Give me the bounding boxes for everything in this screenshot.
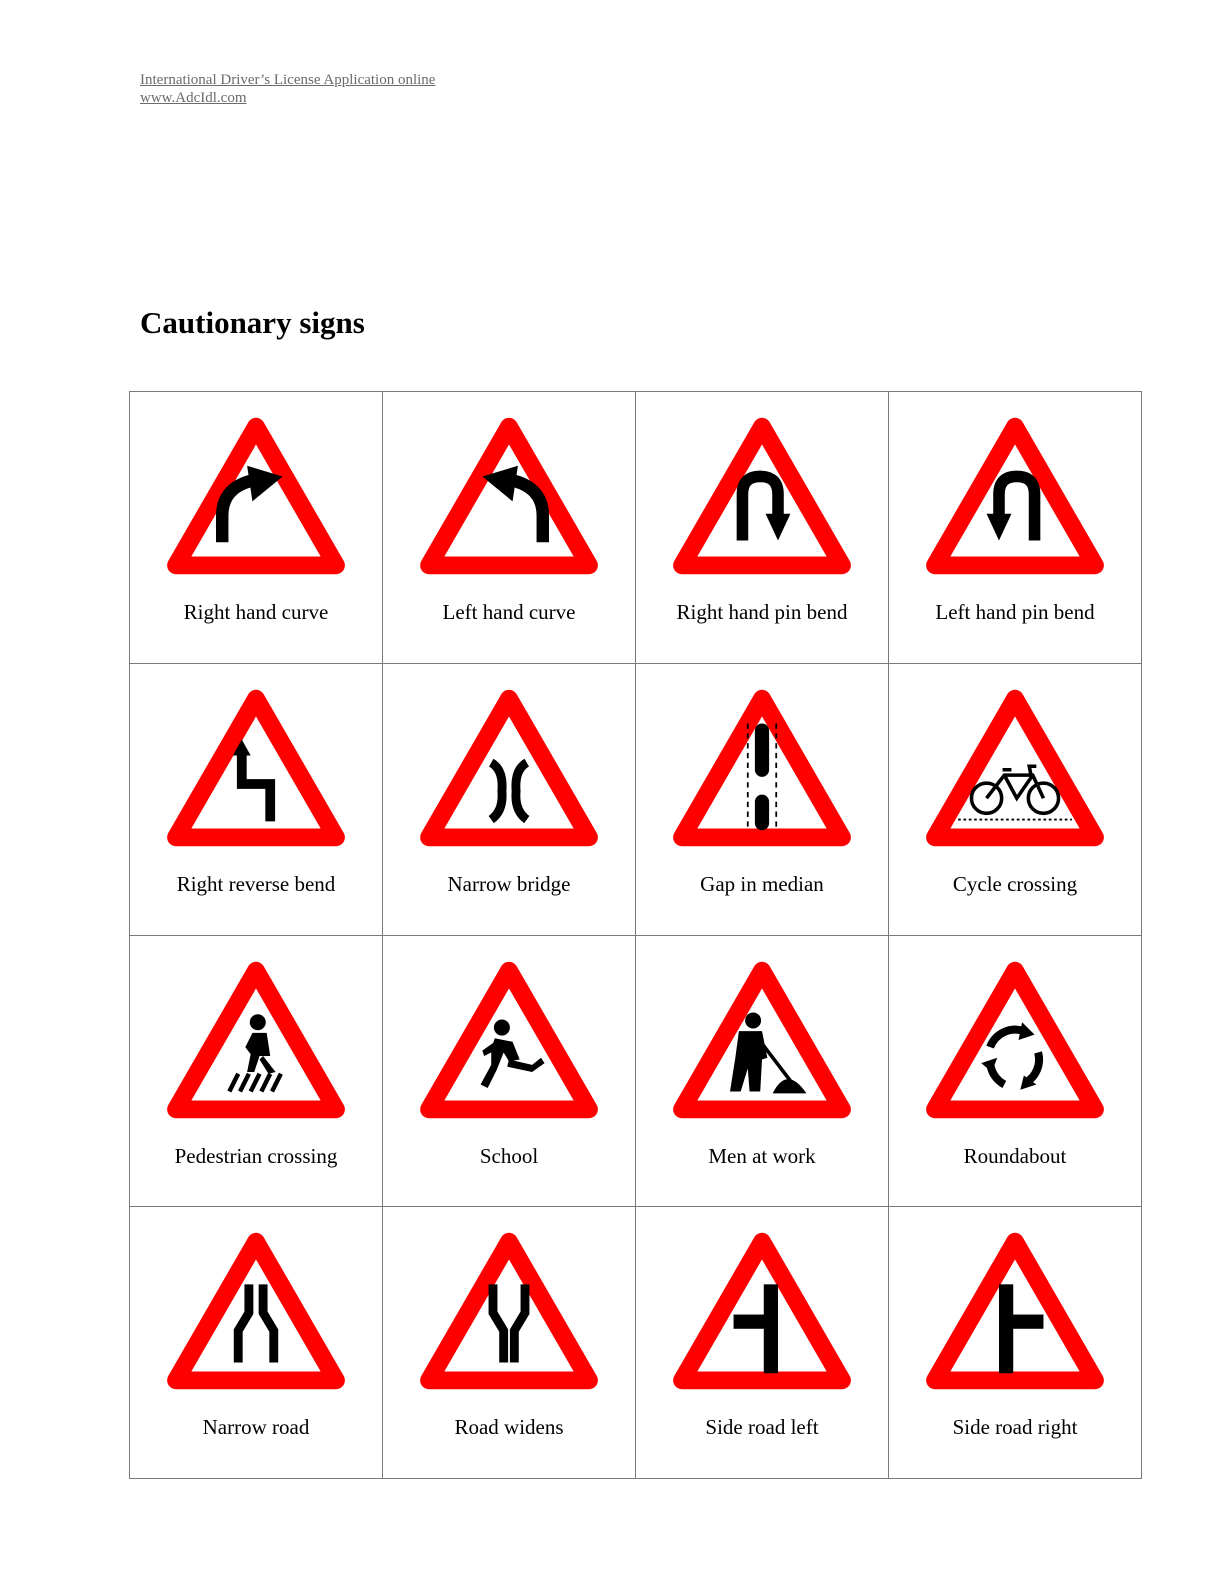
sign-cell: Narrow bridge xyxy=(382,662,636,936)
narrow-bridge-icon xyxy=(420,689,598,846)
sign-cell: Right hand curve xyxy=(129,391,383,664)
sign-cell: Left hand pin bend xyxy=(888,391,1142,664)
side-road-left-icon xyxy=(673,1233,851,1390)
sign-label: Road widens xyxy=(454,1415,564,1440)
sign-cell: Road widens xyxy=(382,1206,636,1479)
school-icon xyxy=(420,961,598,1118)
pedestrian-crossing-icon xyxy=(167,961,345,1118)
men-at-work-icon xyxy=(673,961,851,1118)
sign-label: Right reverse bend xyxy=(176,871,336,896)
sign-label: School xyxy=(479,1143,539,1168)
side-road-right-icon xyxy=(926,1233,1104,1390)
right-reverse-bend-icon xyxy=(167,689,345,846)
sign-cell: Pedestrian crossing xyxy=(129,934,383,1208)
sign-label: Left hand pin bend xyxy=(935,600,1095,624)
sign-label: Pedestrian crossing xyxy=(174,1143,338,1168)
header-link-application[interactable]: International Driver’s License Applicati… xyxy=(140,72,436,88)
right-hand-curve-icon xyxy=(167,417,345,575)
sign-cell: Narrow road xyxy=(129,1206,383,1479)
gap-in-median-icon xyxy=(673,689,851,846)
sign-label: Side road left xyxy=(705,1415,819,1440)
sign-label: Left hand curve xyxy=(442,600,576,624)
left-hand-curve-icon xyxy=(420,417,598,575)
sign-label: Narrow bridge xyxy=(447,871,571,896)
sign-label: Right hand pin bend xyxy=(676,600,848,624)
sign-cell: Right hand pin bend xyxy=(635,391,889,664)
sign-cell: Roundabout xyxy=(888,934,1142,1208)
narrow-road-icon xyxy=(167,1233,345,1390)
header-link-website[interactable]: www.AdcIdl.com xyxy=(140,90,247,106)
roundabout-icon xyxy=(926,961,1104,1118)
signs-table: Right hand curve Left hand curve Right h… xyxy=(129,391,1142,1479)
page-header: International Driver’s License Applicati… xyxy=(140,71,435,107)
road-widens-icon xyxy=(420,1233,598,1390)
sign-cell: Side road left xyxy=(635,1206,889,1479)
sign-label: Men at work xyxy=(708,1143,816,1168)
sign-label: Gap in median xyxy=(700,871,824,896)
left-hand-pin-bend-icon xyxy=(926,417,1104,575)
sign-label: Narrow road xyxy=(202,1415,310,1440)
sign-cell: Men at work xyxy=(635,934,889,1208)
page-title: Cautionary signs xyxy=(140,305,365,340)
sign-label: Right hand curve xyxy=(183,600,329,624)
sign-cell: Gap in median xyxy=(635,662,889,936)
sign-cell: Left hand curve xyxy=(382,391,636,664)
sign-cell: Side road right xyxy=(888,1206,1142,1479)
right-hand-pin-bend-icon xyxy=(673,417,851,575)
sign-cell: Cycle crossing xyxy=(888,662,1142,936)
sign-label: Side road right xyxy=(952,1415,1078,1440)
sign-label: Roundabout xyxy=(963,1143,1067,1168)
sign-cell: School xyxy=(382,934,636,1208)
sign-label: Cycle crossing xyxy=(952,871,1078,896)
sign-cell: Right reverse bend xyxy=(129,662,383,936)
cycle-crossing-icon xyxy=(926,689,1104,846)
